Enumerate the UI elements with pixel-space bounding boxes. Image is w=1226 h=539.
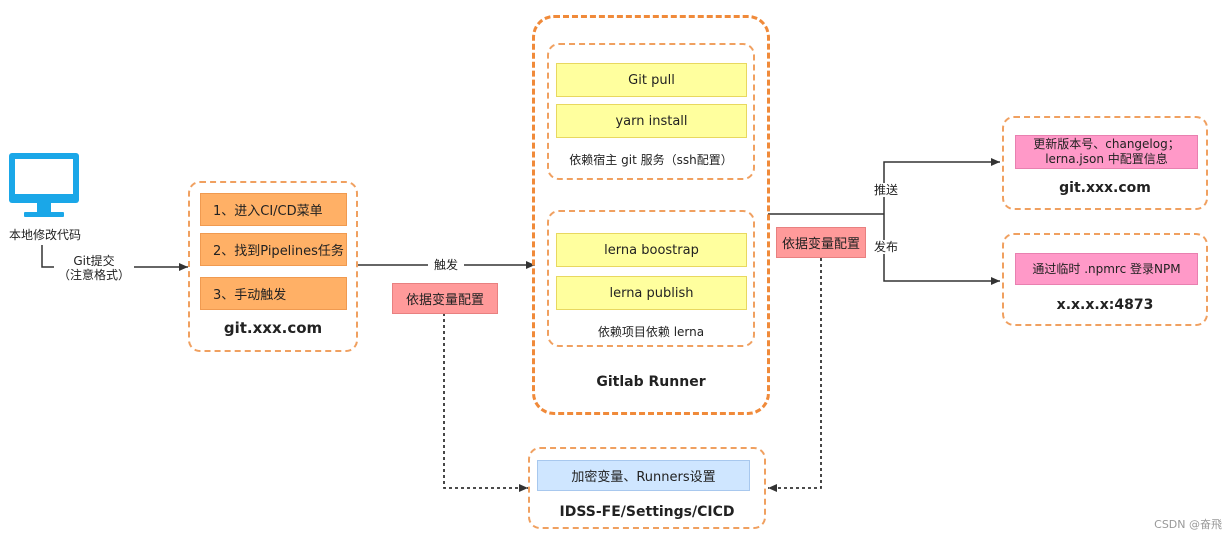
npm-target-note: 通过临时 .npmrc 登录NPM: [1015, 253, 1198, 285]
settings-box: [528, 447, 766, 529]
lerna-bootstrap-step: lerna boostrap: [556, 233, 747, 267]
ci-step-3: 3、手动触发: [200, 277, 347, 310]
runner-group-lerna-caption: 依赖项目依赖 lerna: [597, 325, 705, 339]
publish-arrow: [883, 214, 1000, 285]
git-target-box: [1002, 116, 1208, 210]
runner-box: [532, 15, 770, 415]
local-label: 本地修改代码: [8, 228, 81, 242]
config-right-box: 依据变量配置: [776, 227, 866, 258]
ci-step-2: 2、找到Pipelines任务: [200, 233, 347, 266]
watermark: CSDN @奋飛: [1154, 518, 1222, 531]
config-left-box: 依据变量配置: [392, 283, 498, 314]
npm-target-caption: x.x.x.x:4873: [1056, 297, 1154, 313]
settings-item: 加密变量、Runners设置: [537, 460, 750, 491]
runner-group-git-caption: 依赖宿主 git 服务（ssh配置）: [569, 153, 733, 167]
commit-label: Git提交 （注意格式）: [54, 254, 134, 282]
npm-target-box: [1002, 233, 1208, 326]
runner-group-git: [547, 43, 755, 180]
commit-label-line1: Git提交: [73, 254, 115, 268]
lerna-publish-step: lerna publish: [556, 276, 747, 310]
git-target-note-line1: 更新版本号、changelog；: [1033, 137, 1180, 151]
git-target-note-line2: lerna.json 中配置信息: [1045, 152, 1168, 166]
git-pull-step: Git pull: [556, 63, 747, 97]
push-label: 推送: [870, 183, 902, 197]
computer-icon: [9, 153, 79, 217]
commit-label-line2: （注意格式）: [57, 268, 130, 282]
runner-group-lerna: [547, 210, 755, 347]
yarn-install-step: yarn install: [556, 104, 747, 138]
ci-caption: git.xxx.com: [223, 319, 323, 337]
commit-arrow: [41, 245, 188, 271]
settings-caption: IDSS-FE/Settings/CICD: [559, 504, 735, 520]
config-right-arrow: [768, 258, 822, 492]
git-target-caption: git.xxx.com: [1059, 180, 1151, 196]
config-left-arrow: [443, 313, 528, 492]
git-target-note: 更新版本号、changelog； lerna.json 中配置信息: [1015, 135, 1198, 169]
ci-step-1: 1、进入CI/CD菜单: [200, 193, 347, 226]
ci-box: [188, 181, 358, 352]
trigger-label: 触发: [428, 258, 464, 272]
runner-caption: Gitlab Runner: [596, 374, 706, 390]
publish-label: 发布: [870, 240, 902, 254]
